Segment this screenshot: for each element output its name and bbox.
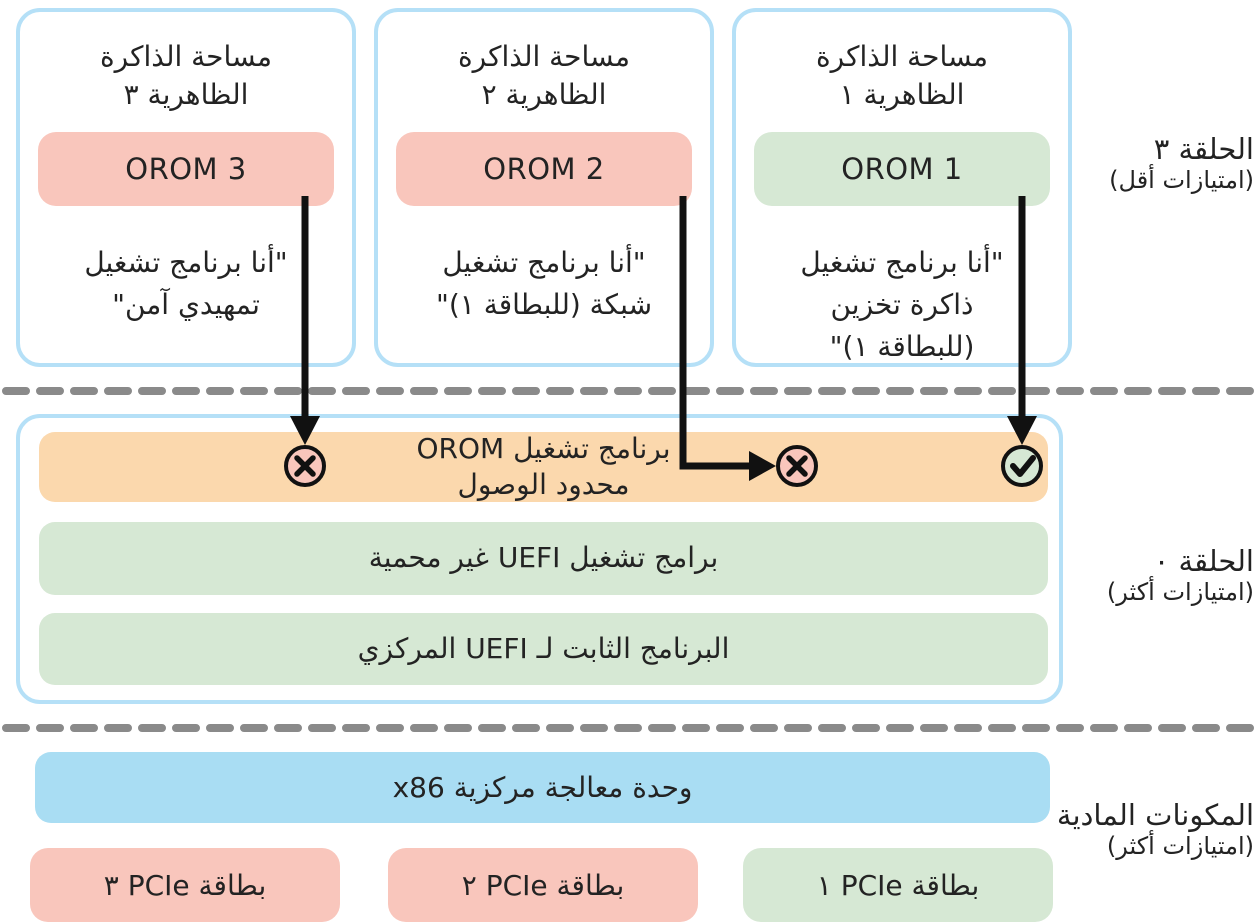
ring-0-label: الحلقة ٠ (امتيازات أكثر) — [1107, 545, 1254, 606]
orom-3-claim: "أنا برنامج تشغيل تمهيدي آمن" — [84, 245, 288, 321]
physical-components-label-title: المكونات المادية — [1056, 798, 1254, 832]
orom-2-claim: "أنا برنامج تشغيل شبكة (للبطاقة ١)" — [435, 245, 653, 321]
vm-space-2-box: مساحة الذاكرة الظاهرية ٢ OROM 2 "أنا برن… — [374, 8, 714, 367]
uefi-core-firmware-row: البرنامج الثابت لـ UEFI المركزي — [39, 613, 1048, 685]
orom-3-badge: OROM 3 — [38, 131, 334, 206]
physical-components-label: المكونات المادية (امتيازات أكثر) — [1057, 799, 1254, 860]
pcie-card-1: بطاقة PCIe ١ — [743, 848, 1053, 922]
vm-space-1-box: مساحة الذاكرة الظاهرية ١ OROM 1 "أنا برن… — [732, 8, 1072, 367]
orom-1-badge: OROM 1 — [754, 131, 1050, 206]
orom-2-badge: OROM 2 — [396, 131, 692, 206]
pcie-card-3: بطاقة PCIe ٣ — [30, 848, 340, 922]
ring-3-label-sub: (امتيازات أقل) — [1109, 166, 1254, 195]
orom-driver-limited-access-row: برنامج تشغيل OROM محدود الوصول — [39, 432, 1048, 502]
vm-space-1-title: مساحة الذاكرة الظاهرية ١ — [816, 40, 988, 111]
vm-space-2-title: مساحة الذاكرة الظاهرية ٢ — [458, 40, 630, 111]
ring-0-container: برنامج تشغيل OROM محدود الوصول برامج تشغ… — [16, 414, 1063, 704]
ring-0-label-title: الحلقة ٠ — [1153, 544, 1254, 578]
ring-3-label: الحلقة ٣ (امتيازات أقل) — [1109, 133, 1254, 194]
orom-1-claim: "أنا برنامج تشغيل ذاكرة تخزين (للبطاقة ١… — [800, 245, 1004, 363]
uefi-drivers-row: برامج تشغيل UEFI غير محمية — [39, 522, 1048, 595]
vm-space-3-title: مساحة الذاكرة الظاهرية ٣ — [100, 40, 272, 111]
pcie-card-2: بطاقة PCIe ٢ — [388, 848, 698, 922]
vm-space-3-box: مساحة الذاكرة الظاهرية ٣ OROM 3 "أنا برن… — [16, 8, 356, 367]
ring-0-label-sub: (امتيازات أكثر) — [1106, 578, 1254, 607]
x86-cpu-bar: وحدة معالجة مركزية x86 — [35, 752, 1050, 823]
ring-3-label-title: الحلقة ٣ — [1153, 132, 1254, 166]
physical-components-label-sub: (امتيازات أكثر) — [1106, 832, 1254, 861]
